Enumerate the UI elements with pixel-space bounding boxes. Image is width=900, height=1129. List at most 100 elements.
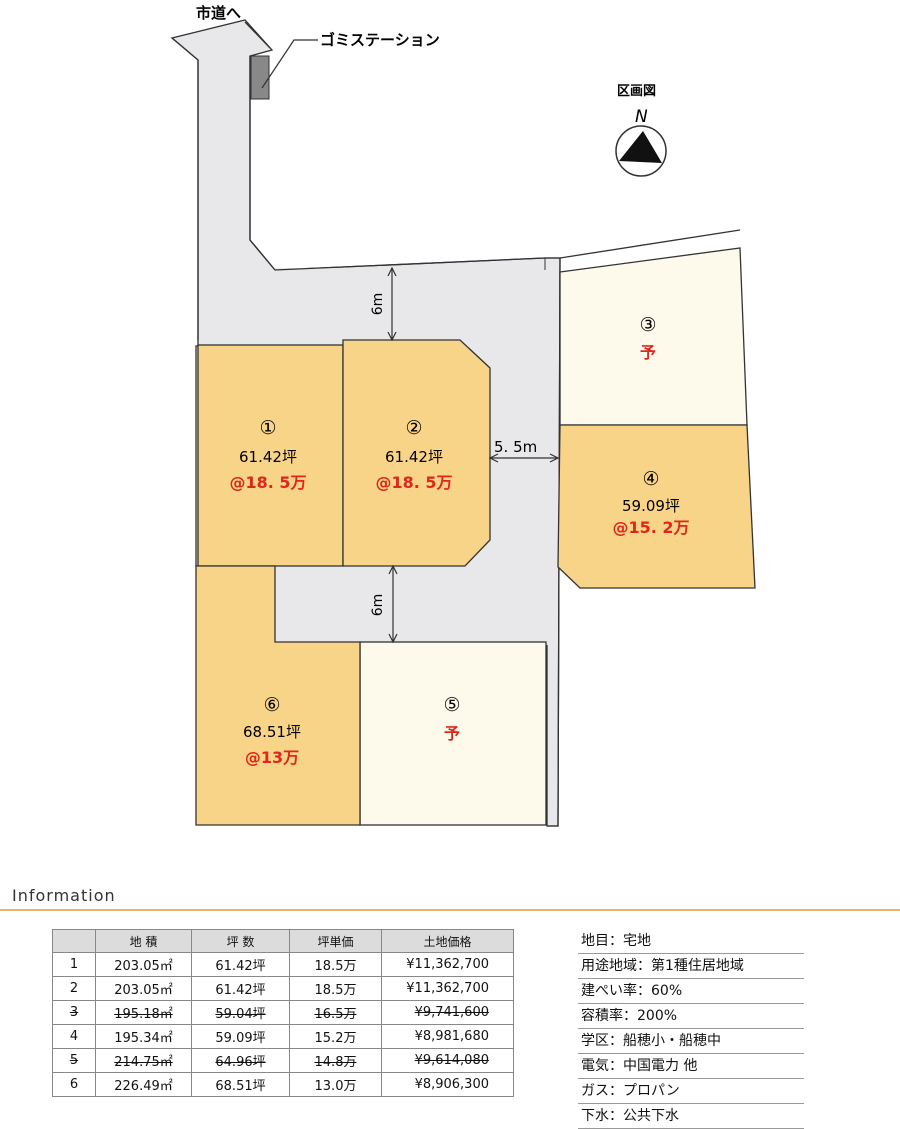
row-price: ¥9,741,600 [381,1000,514,1025]
spec-coverage-ratio: 建ぺい率：60% [578,979,804,1004]
dimension-top: 6m [370,266,397,342]
table-row: 1 203.05㎡ 61.42坪 18.5万 ¥11,362,700 [52,952,514,977]
row-tsubo: 68.51坪 [191,1072,290,1097]
lot-2-label: ② 61.42坪 @18. 5万 [375,417,452,492]
row-sqm: 195.34㎡ [95,1024,192,1049]
row-tsubo: 59.04坪 [191,1000,290,1025]
row-tsubo: 64.96坪 [191,1048,290,1073]
row-sqm: 203.05㎡ [95,952,192,977]
row-number: 6 [52,1072,96,1097]
table-row: 3 195.18㎡ 59.04坪 16.5万 ¥9,741,600 [52,1000,514,1025]
property-specs: 地目：宅地 用途地域：第1種住居地域 建ぺい率：60% 容積率：200% 学区：… [578,929,804,1129]
lot-number: ③ [639,314,656,336]
dimension-bottom: 6m [370,564,398,644]
spec-land-category: 地目：宅地 [578,929,804,954]
row-sqm: 203.05㎡ [95,976,192,1001]
road-lower [270,560,550,645]
lot-1 [197,344,344,567]
lot-price: @13万 [245,748,299,767]
row-unit-price: 16.5万 [289,1000,382,1025]
row-price: ¥11,362,700 [381,952,514,977]
lot-2 [342,339,491,567]
row-price: ¥8,981,680 [381,1024,514,1049]
lot-6-label: ⑥ 68.51坪 @13万 [243,694,301,767]
road-edge-top [244,21,271,49]
row-sqm: 214.75㎡ [95,1048,192,1073]
lot-area: 61.42坪 [385,448,443,466]
spec-zoning: 用途地域：第1種住居地域 [578,954,804,979]
spec-floor-area-ratio: 容積率：200% [578,1004,804,1029]
table-row: 2 203.05㎡ 61.42坪 18.5万 ¥11,362,700 [52,976,514,1001]
road-upper [200,268,555,348]
lot-4 [557,424,756,589]
lot-price: @18. 5万 [375,473,452,492]
table-header-row: 地 積 坪 数 坪単価 土地価格 [52,929,514,953]
table-header [52,929,96,953]
table-row: 4 195.34㎡ 59.09坪 15.2万 ¥8,981,680 [52,1024,514,1049]
lot-price: @18. 5万 [229,473,306,492]
garbage-leader-line [261,39,318,89]
lot-number: ⑤ [443,694,460,716]
road-side [490,340,555,570]
table-header: 坪 数 [191,929,290,953]
lot-price-table: 地 積 坪 数 坪単価 土地価格 1 203.05㎡ 61.42坪 18.5万 … [52,929,514,1097]
lot-area: 68.51坪 [243,723,301,741]
lot-price: 予 [444,724,460,743]
row-number: 4 [52,1024,96,1049]
north-title: 区画図 [617,84,656,99]
row-price: ¥8,906,300 [381,1072,514,1097]
north-letter: N [635,107,648,127]
row-unit-price: 13.0万 [289,1072,382,1097]
row-tsubo: 61.42坪 [191,976,290,1001]
spec-school-district: 学区：船穂小・船穂中 [578,1029,804,1054]
lot-plan-map: ゴミステーション 市道へ 区画図 N 6m 5. 5m 6m ① 61.42坪 … [170,4,756,827]
dimension-bottom-label: 6m [370,594,386,617]
lot-3-label: ③ 予 [639,314,656,362]
boundary-line [559,229,741,259]
row-unit-price: 15.2万 [289,1024,382,1049]
info-divider [0,909,900,911]
lot-3 [559,247,748,426]
garbage-station [250,55,270,100]
row-sqm: 195.18㎡ [95,1000,192,1025]
lot-5-label: ⑤ 予 [443,694,460,743]
dimension-top-label: 6m [370,293,386,316]
row-number: 5 [52,1048,96,1073]
info-title: Information [12,886,116,905]
lot-area: 61.42坪 [239,448,297,466]
lot-number: ① [259,417,276,439]
row-price: ¥9,614,080 [381,1048,514,1073]
row-unit-price: 14.8万 [289,1048,382,1073]
lot-price: @15. 2万 [612,518,689,537]
road-label: 市道へ [196,4,241,22]
table-header: 地 積 [95,929,192,953]
spec-gas: ガス：プロパン [578,1079,804,1104]
row-sqm: 226.49㎡ [95,1072,192,1097]
row-unit-price: 18.5万 [289,976,382,1001]
spec-electricity: 電気：中国電力 他 [578,1054,804,1079]
lot-6 [195,565,361,826]
dimension-side-label: 5. 5m [494,438,537,456]
row-number: 1 [52,952,96,977]
north-arrow-icon [615,125,667,177]
garbage-label: ゴミステーション [320,31,440,49]
lot-4-label: ④ 59.09坪 @15. 2万 [612,468,689,537]
row-number: 2 [52,976,96,1001]
dimension-side: 5. 5m [488,438,560,463]
row-unit-price: 18.5万 [289,952,382,977]
row-tsubo: 61.42坪 [191,952,290,977]
lot-1-label: ① 61.42坪 @18. 5万 [229,417,306,492]
lot-number: ④ [642,468,659,490]
table-header: 土地価格 [381,929,514,953]
lot-area: 59.09坪 [622,497,680,515]
row-number: 3 [52,1000,96,1025]
row-price: ¥11,362,700 [381,976,514,1001]
lot-number: ⑥ [263,694,280,716]
spec-sewage: 下水：公共下水 [578,1104,804,1129]
row-tsubo: 59.09坪 [191,1024,290,1049]
table-row: 5 214.75㎡ 64.96坪 14.8万 ¥9,614,080 [52,1048,514,1073]
table-row: 6 226.49㎡ 68.51坪 13.0万 ¥8,906,300 [52,1072,514,1097]
lot-number: ② [405,417,422,439]
lot-price: 予 [640,343,656,362]
table-header: 坪単価 [289,929,382,953]
